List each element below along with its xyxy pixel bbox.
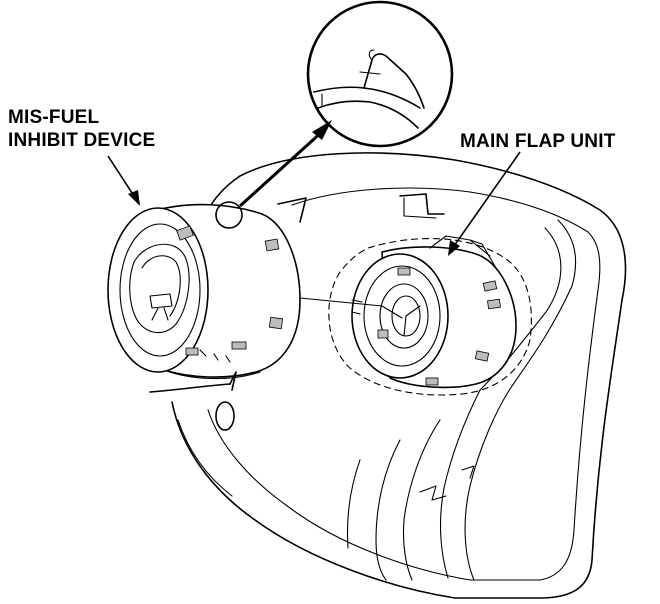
alignment-line <box>299 297 403 319</box>
mis-fuel-label-line1: MIS-FUEL <box>8 107 100 128</box>
detail-marker <box>215 201 243 229</box>
main-flap-label-line1: MAIN FLAP UNIT <box>460 131 616 152</box>
leader-main-flap <box>448 151 521 256</box>
detail-view <box>306 0 454 148</box>
main-flap-unit-label: MAIN FLAP UNIT <box>460 130 616 153</box>
mis-fuel-inhibit-device <box>107 203 301 393</box>
filler-housing <box>171 152 627 599</box>
leader-mis-fuel <box>107 155 140 206</box>
detail-arrow <box>238 120 332 208</box>
mis-fuel-inhibit-device-label: MIS-FUEL INHIBIT DEVICE <box>8 106 155 152</box>
mis-fuel-label-line2: INHIBIT DEVICE <box>8 130 156 151</box>
main-flap-unit <box>328 235 532 396</box>
